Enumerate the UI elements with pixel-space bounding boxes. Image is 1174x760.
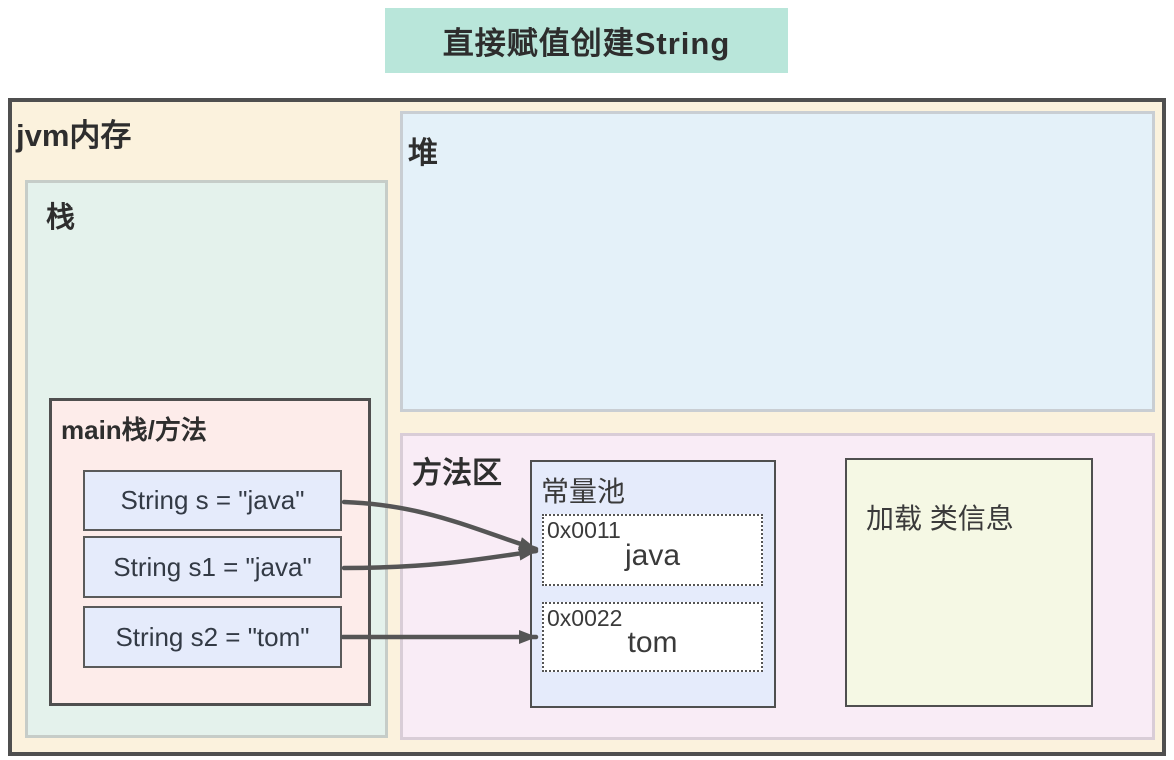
variable-s: String s = "java" [83,470,342,531]
variable-s1: String s1 = "java" [83,536,342,598]
jvm-memory-label: jvm内存 [16,118,132,153]
heap-box [400,111,1155,412]
pool-entry-value: java [624,539,681,572]
heap-label: 堆 [408,137,438,170]
class-info-label: 加载 类信息 [866,503,1014,534]
class-info-box [845,458,1093,707]
variable-s2: String s2 = "tom" [83,606,342,668]
diagram-title: 直接赋值创建String [385,8,788,73]
pool-entry-address: 0x0022 [547,605,623,631]
main-frame-label: main栈/方法 [61,415,207,445]
pool-entry-java: 0x0011 java [542,514,763,586]
stack-label: 栈 [46,202,76,234]
constant-pool-label: 常量池 [541,476,626,507]
method-area-label: 方法区 [412,457,502,490]
pool-entry-value: tom [627,626,678,659]
pool-entry-tom: 0x0022 tom [542,602,763,672]
pool-entry-address: 0x0011 [547,517,621,543]
